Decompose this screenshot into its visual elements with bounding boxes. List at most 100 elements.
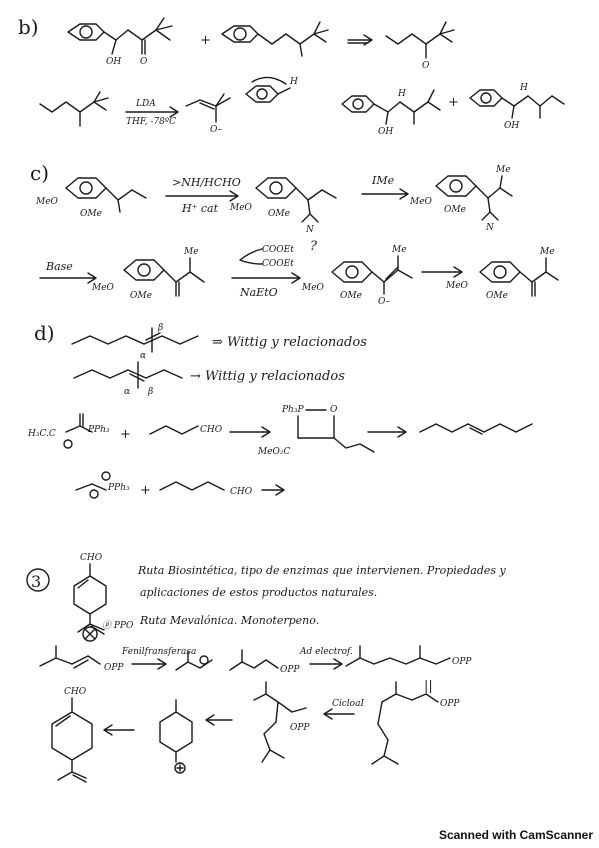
c-reagent-acid: H⁺ cat: [181, 202, 219, 215]
svg-text:OMe: OMe: [444, 205, 466, 215]
s3-final-product: CHO: [51, 687, 93, 783]
b-benzaldehyde: H: [245, 76, 298, 103]
section-3-badge: 3: [26, 568, 50, 592]
svg-text:MeO: MeO: [409, 197, 433, 207]
s3-dmapp: OPP: [39, 645, 124, 673]
b-oh-1: OH: [106, 57, 121, 67]
svg-text:O–: O–: [378, 297, 390, 307]
svg-text:PPh₃: PPh₃: [87, 425, 110, 435]
section-d-label: d): [34, 321, 55, 345]
b-product-3: H OH: [341, 89, 441, 137]
svg-text:OMe: OMe: [130, 291, 152, 301]
svg-text:CHO: CHO: [80, 553, 103, 563]
svg-text:MeO: MeO: [301, 283, 325, 293]
svg-text:CHO: CHO: [200, 425, 223, 435]
svg-text:PPh₃: PPh₃: [107, 483, 130, 493]
svg-text:O: O: [330, 405, 338, 415]
d-aldehyde-2: CHO: [159, 481, 253, 497]
b-ketone-target: O: [385, 21, 455, 71]
c-enone-product: MeO OMe Me: [91, 247, 205, 301]
svg-text:MeO: MeO: [91, 283, 115, 293]
svg-text:α: α: [124, 387, 130, 397]
b-reagent-thf: THF, -78ºC: [126, 117, 176, 127]
svg-text:H₃C.C: H₃C.C: [27, 429, 56, 439]
svg-text:MeO: MeO: [445, 281, 469, 291]
s3-terpinyl-cation: [159, 699, 193, 774]
b-enolate: O–: [185, 93, 231, 135]
svg-text:OPP: OPP: [104, 663, 124, 673]
svg-text:Ad electrof.: Ad electrof.: [299, 647, 353, 657]
svg-text:H: H: [397, 89, 406, 99]
b-reagent-lda: LDA: [135, 99, 156, 109]
svg-text:O–: O–: [210, 125, 222, 135]
c-reagent-base: Base: [45, 260, 73, 273]
c-final-arrow: [421, 266, 463, 278]
c-start-aryl-ketone: MeO OMe: [35, 177, 147, 219]
s3-arrow-electrophilic: Ad electrof.: [299, 647, 353, 670]
svg-text:H: H: [519, 83, 528, 93]
svg-text:+: +: [448, 95, 459, 110]
svg-text:Ph₃P: Ph₃P: [281, 405, 304, 415]
b-aldol-product-2: [221, 21, 329, 57]
svg-text:N: N: [305, 225, 315, 235]
svg-text:+: +: [120, 427, 131, 442]
svg-text:N: N: [485, 223, 495, 233]
svg-text:3: 3: [31, 572, 41, 591]
svg-text:CHO: CHO: [64, 687, 87, 697]
svg-text:Me: Me: [495, 165, 511, 175]
d-alkene-1: α β: [71, 323, 199, 361]
d-note-2: → Wittig y relacionados: [190, 369, 345, 384]
section-c-label: c): [30, 161, 49, 185]
s3-notes-line1: Ruta Biosintética, tipo de enzimas que i…: [137, 564, 507, 577]
svg-text:OPP: OPP: [452, 657, 472, 667]
d-alkene-product: [419, 423, 533, 435]
c-reagent-amine: >NH/HCHO: [172, 176, 241, 189]
svg-text:O: O: [422, 61, 430, 71]
svg-text:OMe: OMe: [268, 209, 290, 219]
c-methylation-arrow: IMe: [361, 174, 409, 200]
svg-text:OMe: OMe: [486, 291, 508, 301]
c-malonate-arrow: COOEt COOEt NaEtO ?: [231, 239, 318, 299]
c-base-arrow: Base: [39, 260, 97, 284]
s3-arrow-transferase: Fenilfransferasa: [121, 647, 196, 670]
svg-text:OPP: OPP: [440, 699, 460, 709]
svg-text:β: β: [157, 323, 163, 333]
s3-ppo-note: ⓟ PPO: [102, 620, 134, 631]
svg-text:OH: OH: [378, 127, 393, 137]
section-b-label: b): [18, 15, 39, 39]
s3-cyclo-label: CicloaI: [332, 699, 364, 709]
s3-notes-line2: aplicaciones de estos productos naturale…: [140, 586, 377, 599]
svg-text:+: +: [140, 483, 151, 498]
svg-text:MeO₂C: MeO₂C: [257, 447, 291, 457]
svg-text:MeO: MeO: [229, 203, 253, 213]
b-lda-arrow: LDA THF, -78ºC: [125, 99, 179, 127]
c-methylated-product: MeO OMe Me N: [409, 165, 513, 233]
svg-text:MeO: MeO: [35, 197, 59, 207]
svg-text:CHO: CHO: [230, 487, 253, 497]
d-ylide-1: H₃C.C PPh₃: [27, 413, 110, 449]
svg-text:COOEt: COOEt: [262, 245, 294, 255]
b-ketone-start: [39, 91, 109, 127]
c-final-product: MeO OMe Me: [445, 247, 559, 301]
svg-text:OPP: OPP: [290, 723, 310, 733]
d-oxaphosphetane: Ph₃P O MeO₂C: [257, 405, 375, 457]
s3-target-aldehyde: CHO: [73, 553, 107, 642]
d-aldehyde-1: CHO: [149, 425, 223, 435]
c-mannich-arrow: >NH/HCHO H⁺ cat: [165, 176, 241, 215]
c-question-mark: ?: [310, 239, 318, 254]
c-reagent-naeto: NaEtO: [239, 286, 278, 299]
d-alkene-2: α β: [73, 361, 183, 397]
c-reagent-mei: IMe: [371, 174, 395, 187]
s3-gpp: OPP: [345, 645, 472, 667]
b-product-4: H OH: [469, 83, 565, 131]
scanner-watermark: Scanned with CamScanner: [438, 828, 593, 842]
svg-text:Me: Me: [391, 245, 407, 255]
svg-text:Fenilfransferasa: Fenilfransferasa: [121, 647, 196, 657]
svg-text:OMe: OMe: [340, 291, 362, 301]
c-enolate-product: MeO OMe Me O–: [301, 245, 413, 307]
svg-text:H: H: [289, 77, 298, 87]
svg-text:Me: Me: [539, 247, 555, 257]
d-note-1: ⇒ Wittig y relacionados: [212, 335, 367, 350]
